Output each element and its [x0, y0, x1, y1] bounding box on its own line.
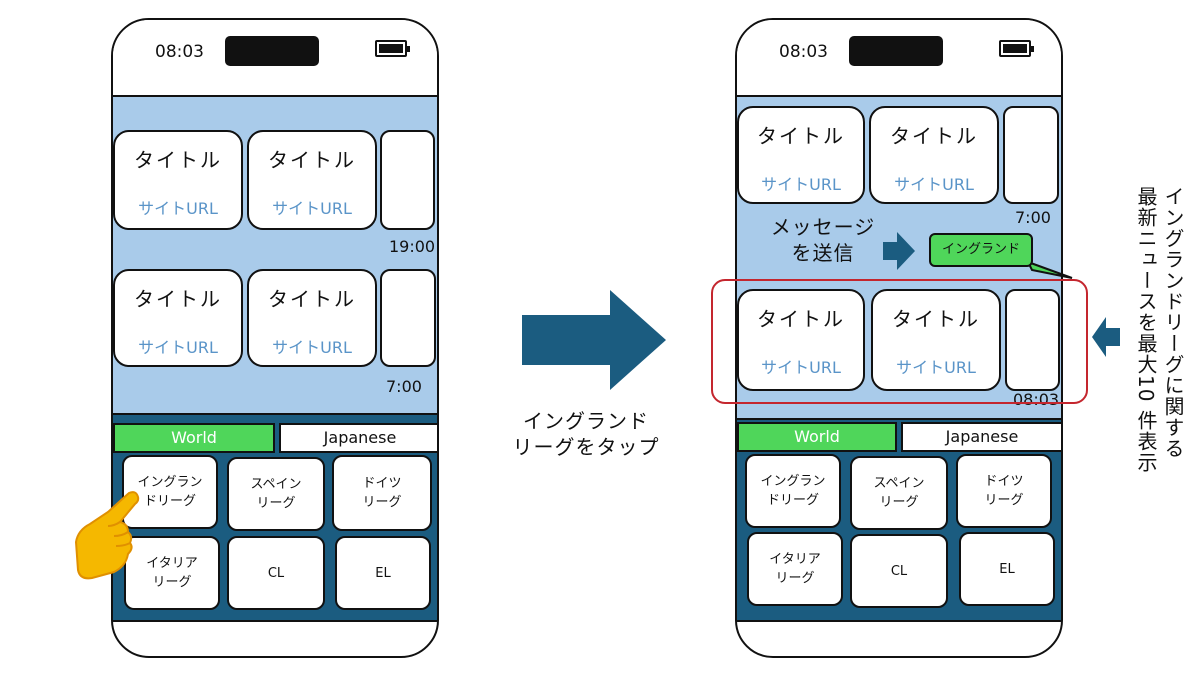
league-panel: World Japanese イングラン ドリーグ スペイン リーグ ドイツ リ…: [737, 418, 1061, 622]
new-news-highlight: [711, 279, 1088, 404]
league-button-cl[interactable]: CL: [227, 536, 325, 610]
news-title: タイトル: [890, 124, 978, 148]
news-title: タイトル: [757, 307, 845, 331]
news-url[interactable]: サイトURL: [896, 358, 976, 377]
news-card[interactable]: タイトル サイトURL: [247, 269, 377, 367]
league-button-italy[interactable]: イタリア リーグ: [747, 532, 843, 606]
tab-japanese[interactable]: Japanese: [901, 422, 1061, 452]
news-url[interactable]: サイトURL: [138, 338, 218, 357]
phone-after: 08:03 タイトル サイトURL タイトル サイトURL 7:00 タイトル …: [735, 18, 1063, 658]
status-bar: 08:03: [113, 20, 437, 97]
status-time: 08:03: [155, 42, 204, 62]
league-button-germany[interactable]: ドイツ リーグ: [956, 454, 1052, 528]
battery-icon: [999, 40, 1034, 57]
news-title: タイトル: [268, 287, 356, 311]
league-button-england[interactable]: イングラン ドリーグ: [745, 454, 841, 528]
news-card-partial[interactable]: [380, 130, 435, 230]
news-timestamp: 7:00: [386, 377, 422, 396]
news-card-partial[interactable]: [1005, 289, 1060, 391]
news-title: タイトル: [134, 287, 222, 311]
news-card[interactable]: タイトル サイトURL: [113, 130, 243, 230]
league-button-italy[interactable]: イタリア リーグ: [124, 536, 220, 610]
right-arrow-icon: [883, 232, 915, 270]
news-card-new[interactable]: タイトル サイトURL: [737, 289, 865, 391]
news-timestamp: 7:00: [1015, 208, 1051, 227]
camera-notch: [225, 36, 319, 66]
news-timestamp: 19:00: [389, 237, 436, 256]
status-time: 08:03: [779, 42, 828, 62]
news-card-partial[interactable]: [380, 269, 436, 367]
news-url[interactable]: サイトURL: [894, 175, 974, 194]
battery-icon: [375, 40, 410, 57]
send-message-label: メッセージ を送信: [770, 215, 876, 265]
tab-japanese[interactable]: Japanese: [279, 423, 437, 453]
news-card[interactable]: タイトル サイトURL: [737, 106, 865, 204]
news-url[interactable]: サイトURL: [138, 199, 218, 218]
phone-before: 08:03 タイトル サイトURL タイトル サイトURL 19:00 タイトル…: [111, 18, 439, 658]
news-timestamp: 08:03: [1013, 390, 1060, 409]
news-title: タイトル: [268, 148, 356, 172]
news-card[interactable]: タイトル サイトURL: [247, 130, 377, 230]
message-bubble: イングランド: [929, 233, 1033, 267]
tab-world[interactable]: World: [737, 422, 897, 452]
news-card[interactable]: タイトル サイトURL: [113, 269, 243, 367]
league-button-el[interactable]: EL: [335, 536, 431, 610]
left-arrow-icon: [1092, 317, 1120, 357]
league-button-spain[interactable]: スペイン リーグ: [850, 456, 948, 530]
camera-notch: [849, 36, 943, 66]
league-button-cl[interactable]: CL: [850, 534, 948, 608]
news-url[interactable]: サイトURL: [272, 199, 352, 218]
tap-instruction-label: イングランド リーグをタップ: [512, 409, 660, 459]
right-arrow-icon: [522, 290, 666, 390]
news-url[interactable]: サイトURL: [761, 358, 841, 377]
news-card-new[interactable]: タイトル サイトURL: [871, 289, 1001, 391]
news-card-partial[interactable]: [1003, 106, 1059, 204]
news-title: タイトル: [757, 124, 845, 148]
news-list: タイトル サイトURL タイトル サイトURL 19:00 タイトル サイトUR…: [113, 97, 437, 413]
league-button-el[interactable]: EL: [959, 532, 1055, 606]
league-button-germany[interactable]: ドイツ リーグ: [332, 455, 432, 531]
league-button-england[interactable]: イングラン ドリーグ: [122, 455, 218, 529]
news-card[interactable]: タイトル サイトURL: [869, 106, 999, 204]
league-panel: World Japanese イングラン ドリーグ スペイン リーグ ドイツ リ…: [113, 413, 437, 622]
news-title: タイトル: [892, 307, 980, 331]
tab-world[interactable]: World: [113, 423, 275, 453]
side-caption-line2: 最新ニュースを最大10 件表示: [1134, 186, 1158, 473]
news-url[interactable]: サイトURL: [272, 338, 352, 357]
status-bar: 08:03: [737, 20, 1061, 97]
league-button-spain[interactable]: スペイン リーグ: [227, 457, 325, 531]
pointing-hand-icon: [74, 491, 140, 580]
news-title: タイトル: [134, 148, 222, 172]
side-caption-line1: イングランドリーグに関する: [1161, 186, 1185, 459]
news-url[interactable]: サイトURL: [761, 175, 841, 194]
